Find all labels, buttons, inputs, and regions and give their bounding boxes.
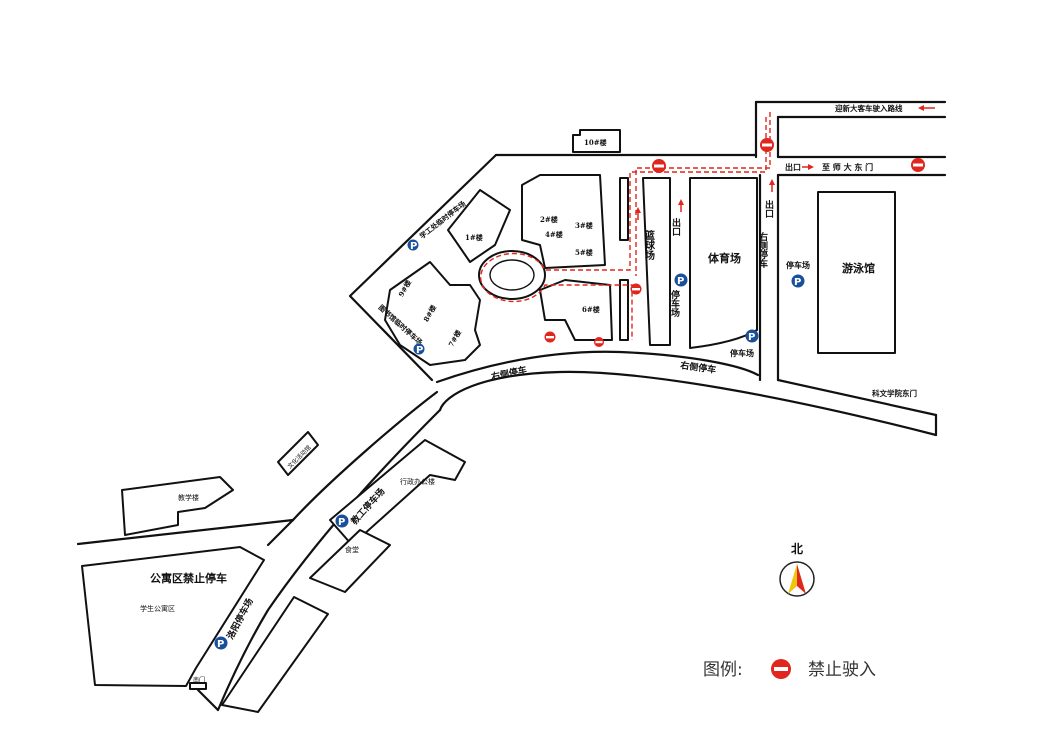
svg-text:P: P: [677, 276, 684, 287]
south-gate-label: 南门: [193, 676, 205, 684]
main-gate-label: 至 师 大 东 门: [822, 162, 873, 172]
canteen-label: 食堂: [345, 545, 359, 554]
no-entry-icon: [652, 159, 666, 173]
arrow-icon: [678, 199, 684, 212]
exit-a-label: 出口: [670, 217, 681, 237]
arrow-icon: [769, 179, 775, 192]
no-entry-icons: [544, 138, 925, 347]
pool-label: 游泳馆: [842, 261, 875, 275]
direction-arrows: [635, 105, 935, 220]
parking-c-label: 停车场: [786, 260, 810, 270]
no-entry-icon: [771, 659, 791, 679]
buildings: [81, 129, 896, 713]
svg-text:P: P: [794, 277, 801, 288]
parking-a-label: 停车场: [669, 289, 680, 318]
parking-icon: P: [407, 239, 419, 252]
svg-text:P: P: [217, 639, 224, 650]
no-entry-icon: [544, 331, 556, 343]
right-side-parking-v-label: 右侧停车: [757, 231, 769, 269]
svg-text:P: P: [410, 241, 417, 252]
arrow-icon: [635, 207, 641, 220]
parking-icon: P: [674, 273, 688, 287]
bldg-1-label: 1#楼: [465, 233, 483, 242]
compass-icon: 北: [779, 541, 815, 597]
svg-text:P: P: [416, 345, 423, 356]
bldg-6-label: 6#楼: [582, 305, 600, 314]
student-apartments-label: 学生公寓区: [140, 604, 175, 613]
no-entry-icon: [911, 158, 925, 172]
road-network: [76, 100, 947, 712]
parking-icon: P: [335, 514, 349, 528]
bldg-2-label: 2#楼: [540, 215, 558, 224]
admin-label: 行政办公楼: [400, 477, 435, 486]
svg-text:P: P: [338, 517, 345, 528]
right-side-parking-1-label: 右侧停车: [489, 364, 528, 383]
no-entry-icon: [594, 337, 604, 347]
arrow-icon: [802, 164, 814, 170]
teaching-label: 教学楼: [178, 493, 199, 502]
exit-b-label: 出口: [763, 199, 774, 219]
legend-no-entry-label: 禁止驶入: [808, 660, 876, 680]
legend: 图例: 禁止驶入: [703, 659, 876, 680]
bus-route-label: 迎新大客车驶入路线: [835, 103, 903, 113]
bldg-10-label: 10#楼: [584, 138, 607, 147]
bldg-4-label: 4#楼: [545, 230, 563, 239]
parking-icon: P: [791, 274, 805, 288]
exit-top-label: 出口: [785, 162, 801, 172]
no-entry-icon: [630, 283, 642, 295]
basketball-label: 篮球场: [643, 229, 656, 261]
parking-icon: P: [745, 329, 759, 343]
legend-title: 图例:: [703, 660, 743, 680]
east-gate-label: 科文学院东门: [872, 388, 917, 398]
svg-text:P: P: [748, 332, 755, 343]
no-entry-icon: [760, 138, 774, 152]
stadium-label: 体育场: [708, 251, 741, 265]
bldg-3-label: 3#楼: [575, 221, 593, 230]
arrow-icon: [918, 105, 935, 111]
bldg-5-label: 5#楼: [575, 248, 593, 257]
parking-icon: P: [214, 636, 228, 650]
parking-icons: P P P P P P P: [214, 239, 805, 650]
parking-icon: P: [413, 343, 425, 356]
apartment-no-parking-label: 公寓区禁止停车: [150, 571, 227, 585]
parking-b-label: 停车场: [730, 348, 754, 358]
north-label: 北: [791, 541, 803, 556]
